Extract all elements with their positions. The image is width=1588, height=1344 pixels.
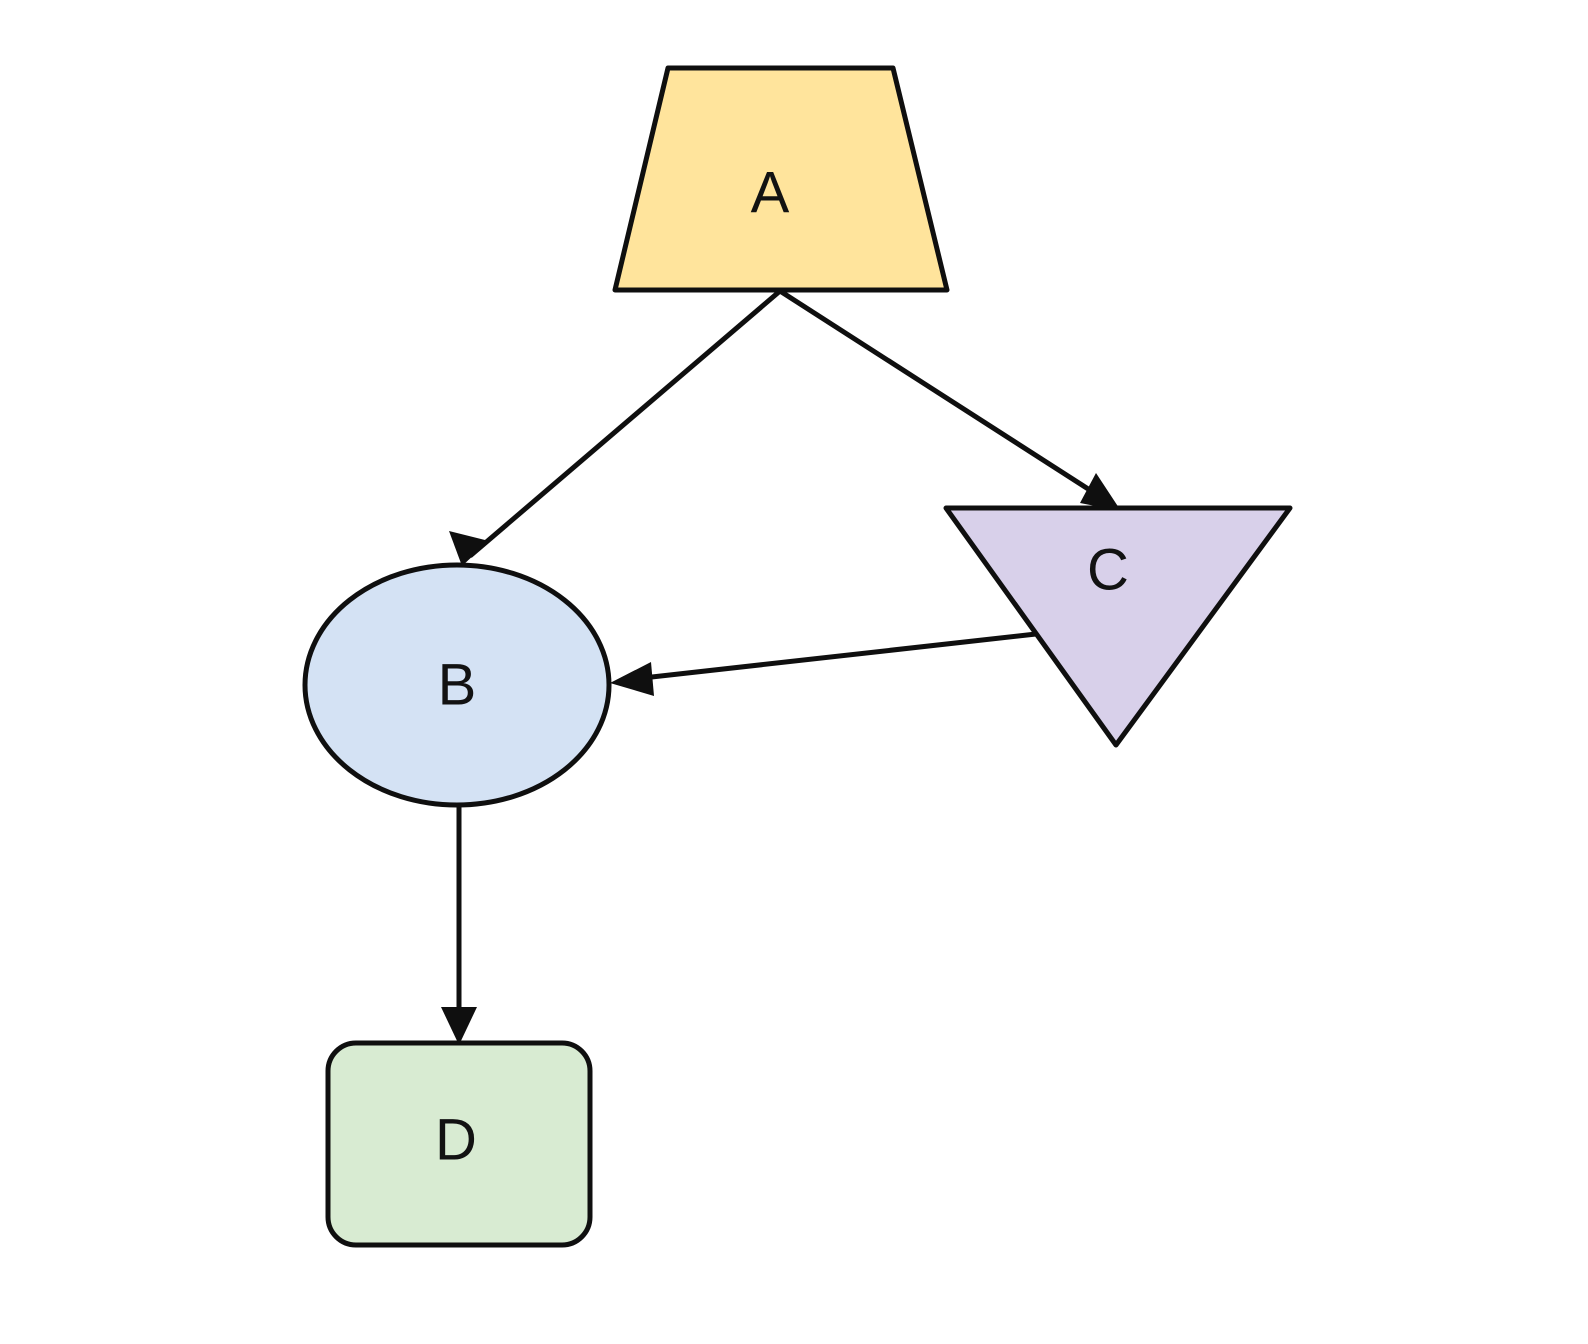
edge-b-to-d-arrowhead-icon <box>441 1007 477 1045</box>
node-c-label: C <box>1087 538 1129 603</box>
edge-b-to-d[interactable] <box>441 806 477 1045</box>
node-b-ellipse-shape[interactable] <box>302 562 612 808</box>
edge-a-to-b-line <box>468 289 782 558</box>
node-b[interactable]: B <box>302 562 612 808</box>
node-b-label: B <box>438 653 477 718</box>
edge-c-to-b-arrowhead-icon <box>610 662 654 696</box>
node-a-label: A <box>751 161 790 226</box>
node-c[interactable]: C <box>943 505 1293 748</box>
node-d[interactable]: D <box>325 1040 593 1248</box>
edge-c-to-b[interactable] <box>610 631 1037 696</box>
node-a[interactable]: A <box>612 65 950 293</box>
edge-a-to-b[interactable] <box>449 289 782 566</box>
node-d-label: D <box>435 1108 477 1173</box>
edge-a-to-c-arrowhead-icon <box>1080 473 1121 511</box>
edge-a-to-b-arrowhead-icon <box>449 531 489 566</box>
edge-c-to-b-line <box>624 631 1037 683</box>
edge-a-to-c-line <box>778 288 1112 506</box>
edge-a-to-c[interactable] <box>778 288 1121 511</box>
node-d-rounded-rect-shape[interactable] <box>325 1040 593 1248</box>
node-layer: A B C D <box>302 65 1293 1248</box>
node-c-triangle-shape[interactable] <box>943 505 1293 748</box>
edge-layer <box>441 288 1121 1045</box>
node-a-trapezoid-shape[interactable] <box>612 65 950 293</box>
